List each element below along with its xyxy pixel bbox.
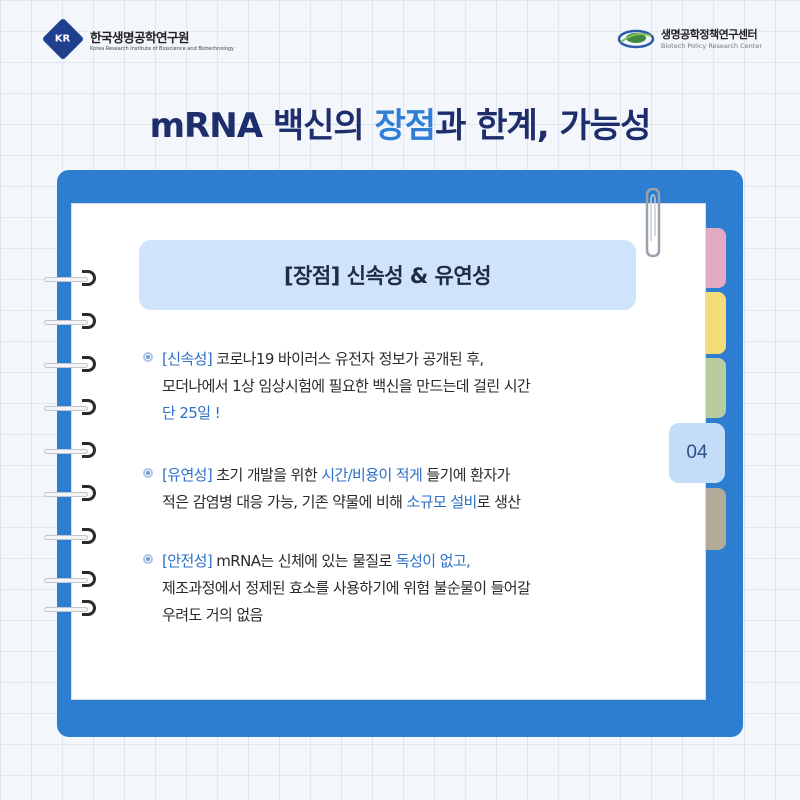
circle-bullet-icon xyxy=(143,468,153,478)
binder-ring-icon xyxy=(44,442,96,460)
right-org-name-en: Biotech Policy Research Center xyxy=(660,42,762,50)
binder-ring-icon xyxy=(44,399,96,417)
right-org-name-kr: 생명공학정책연구센터 xyxy=(660,28,758,41)
item-highlight: 단 25일 ! xyxy=(162,404,221,422)
item-highlight: 시간/비용이 적게 xyxy=(321,466,423,484)
title-highlight: 장점 xyxy=(374,106,437,146)
left-org-name-kr: 한국생명공학연구원 xyxy=(90,29,190,45)
item-tag: [안전성] xyxy=(162,552,213,570)
binder-ring-icon xyxy=(44,356,96,374)
binder-ring-icon xyxy=(44,313,96,331)
page-number-tab: 04 xyxy=(669,423,725,483)
item-highlight: 독성이 없고, xyxy=(395,552,471,570)
item-highlight: 소규모 설비 xyxy=(406,493,478,511)
tab-green xyxy=(706,358,726,418)
binder-ring-icon xyxy=(44,485,96,503)
binder-ring-icon xyxy=(44,600,96,618)
section-heading: [장점] 신속성 & 유연성 xyxy=(139,240,636,310)
page-title: mRNA 백신의 장점과 한계, 가능성 xyxy=(149,106,652,146)
circle-bullet-icon xyxy=(143,554,153,564)
list-item: [유연성] 초기 개발을 위한 시간/비용이 적게 들기에 환자가 적은 감염병… xyxy=(143,462,643,516)
item-tag: [유연성] xyxy=(162,466,213,484)
list-item: [안전성] mRNA는 신체에 있는 물질로 독성이 없고, 제조과정에서 정제… xyxy=(143,548,643,629)
circle-bullet-icon xyxy=(143,352,153,362)
kribb-logo: KR 한국생명공학연구원 Korea Research Institute of… xyxy=(41,17,234,61)
binder-ring-icon xyxy=(44,270,96,288)
tab-gray xyxy=(706,488,726,550)
kribb-diamond-logo-icon: KR xyxy=(41,17,85,61)
item-tag: [신속성] xyxy=(162,350,213,368)
left-org-name-en: Korea Research Institute of Bioscience a… xyxy=(90,45,234,52)
globe-swoosh-logo-icon xyxy=(617,29,655,49)
bprc-logo: 생명공학정책연구센터 Biotech Policy Research Cente… xyxy=(617,26,762,50)
tab-yellow xyxy=(706,292,726,354)
binder-ring-icon xyxy=(44,571,96,589)
paperclip-icon xyxy=(645,187,661,258)
list-item: [신속성] 코로나19 바이러스 유전자 정보가 공개된 후, 모더나에서 1상… xyxy=(143,346,643,427)
tab-pink xyxy=(706,228,726,288)
binder-ring-icon xyxy=(44,528,96,546)
